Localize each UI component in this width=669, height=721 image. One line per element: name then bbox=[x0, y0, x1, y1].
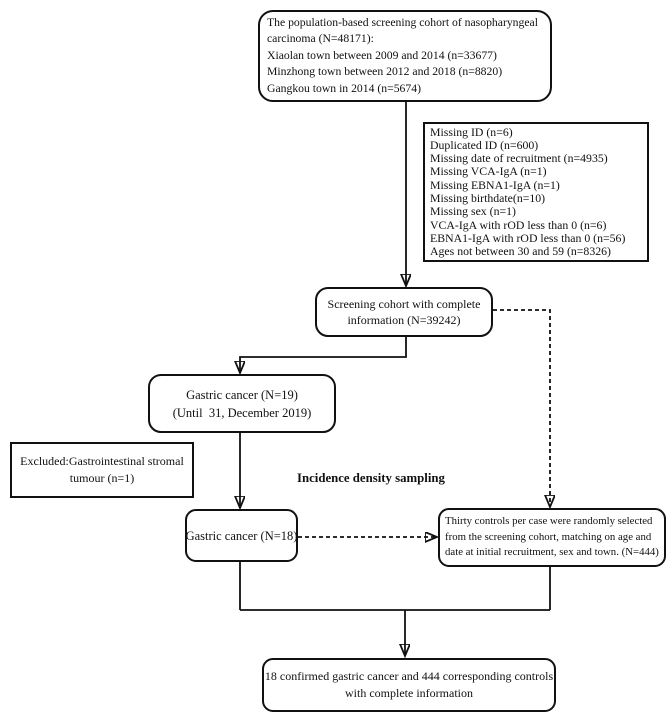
text-line: date at initial recruitment, sex and tow… bbox=[445, 546, 659, 559]
text-line: Minzhong town between 2012 and 2018 (n=8… bbox=[267, 65, 503, 79]
screening-cohort-box: The population-based screening cohort of… bbox=[258, 10, 552, 102]
text-line: Excluded:Gastrointestinal stromal bbox=[20, 454, 184, 468]
text-line: (Until 31, December 2019) bbox=[172, 405, 312, 420]
text-line: tumour (n=1) bbox=[69, 471, 135, 485]
text-line: information (N=39242) bbox=[347, 313, 461, 327]
incidence-density-sampling-label: Incidence density sampling bbox=[297, 471, 445, 485]
text-line: Gastric cancer (N=18) bbox=[185, 528, 298, 543]
text-line: Missing ID (n=6) bbox=[430, 124, 513, 139]
text-line: Gastric cancer (N=19) bbox=[186, 387, 298, 402]
gastric-cancer-19-box: Gastric cancer (N=19) (Until 31, December… bbox=[148, 374, 336, 433]
text-line: 18 confirmed gastric cancer and 444 corr… bbox=[264, 669, 554, 683]
excluded-gist-box: Excluded:Gastrointestinal stromal tumour … bbox=[10, 442, 194, 498]
text-line: VCA-IgA with rOD less than 0 (n=6) bbox=[430, 217, 607, 232]
complete-information-box: Screening cohort with complete informatio… bbox=[315, 287, 493, 337]
text-line: Gangkou town in 2014 (n=5674) bbox=[267, 81, 421, 95]
text-line: Duplicated ID (n=600) bbox=[430, 137, 539, 152]
text-line: Screening cohort with complete bbox=[327, 297, 481, 311]
text-line: Missing sex (n=1) bbox=[430, 204, 516, 219]
arrow-screening-to-gastric19 bbox=[240, 337, 407, 372]
text-line: The population-based screening cohort of… bbox=[267, 15, 538, 29]
dashed-arrow-screening-to-controls bbox=[493, 309, 550, 506]
gastric-cancer-18-box: Gastric cancer (N=18) bbox=[185, 509, 298, 562]
final-sample-box: 18 confirmed gastric cancer and 444 corr… bbox=[262, 658, 556, 712]
text-line: Missing VCA-IgA (n=1) bbox=[430, 164, 547, 179]
text-line: Missing EBNA1-IgA (n=1) bbox=[430, 177, 560, 192]
missing-data-exclusions-box: Missing ID (n=6)Duplicated ID (n=600)Mis… bbox=[423, 122, 649, 262]
merge-rails bbox=[239, 562, 551, 611]
text-line: EBNA1-IgA with rOD less than 0 (n=56) bbox=[430, 230, 626, 245]
text-line: Xiaolan town between 2009 and 2014 (n=33… bbox=[267, 48, 497, 62]
text-line: Missing date of recruitment (n=4935) bbox=[430, 151, 608, 166]
text-line: from the screening cohort, matching on a… bbox=[445, 530, 652, 543]
text-line: Thirty controls per case were randomly s… bbox=[445, 515, 653, 528]
matched-controls-box: Thirty controls per case were randomly s… bbox=[438, 508, 666, 567]
text-line: Missing birthdate(n=10) bbox=[430, 191, 546, 205]
text-line: carcinoma (N=48171): bbox=[267, 32, 374, 46]
text-line: Ages not between 30 and 59 (n=8326) bbox=[430, 244, 611, 259]
text-line: with complete information bbox=[345, 686, 473, 700]
